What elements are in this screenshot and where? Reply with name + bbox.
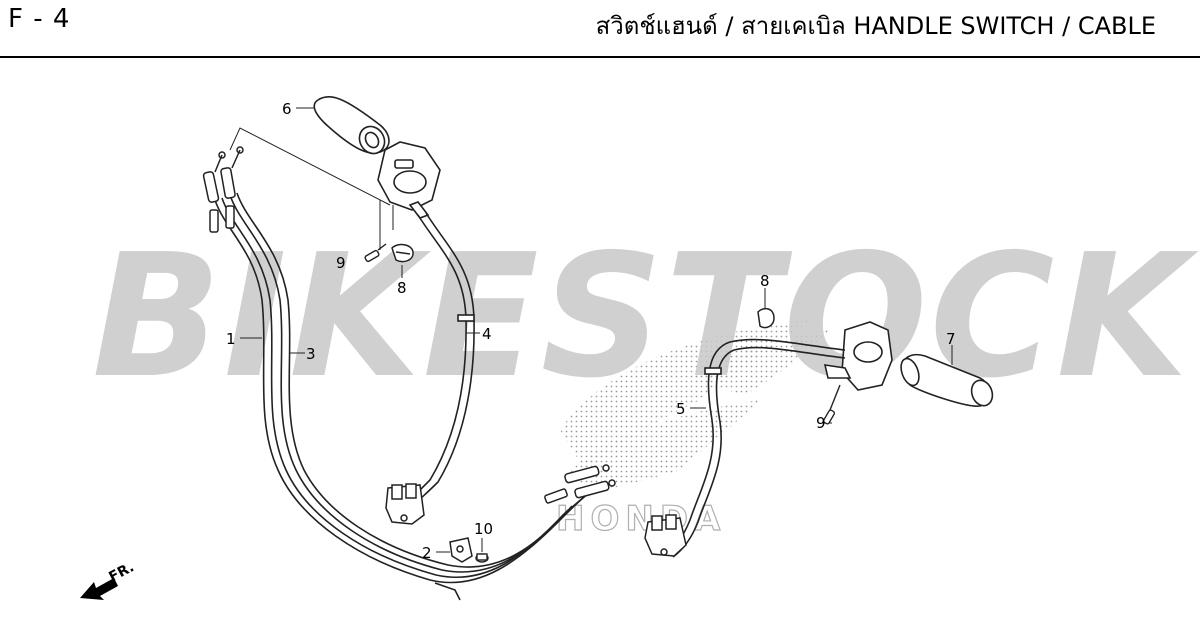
callout-9-right: 9 bbox=[816, 414, 826, 432]
watermark-bikestock: BIKESTOCK bbox=[92, 218, 1199, 416]
callout-6: 6 bbox=[282, 100, 292, 118]
svg-text:BIKESTOCKVN: BIKESTOCKVN bbox=[92, 218, 1200, 416]
clamp-right bbox=[757, 307, 775, 329]
callout-3: 3 bbox=[306, 345, 316, 363]
left-connector bbox=[385, 483, 425, 525]
throttle-cables bbox=[214, 192, 604, 601]
page-code: F - 4 bbox=[8, 4, 71, 34]
throttle-cable-ends-lower bbox=[544, 464, 616, 504]
cable-bracket bbox=[449, 537, 473, 563]
callout-8-right: 8 bbox=[760, 272, 770, 290]
callout-5: 5 bbox=[676, 400, 686, 418]
throttle-cable-ends bbox=[202, 146, 244, 233]
right-switch-harness bbox=[664, 338, 846, 558]
callout-10: 10 bbox=[474, 520, 493, 538]
callout-2: 2 bbox=[422, 544, 432, 562]
left-grip bbox=[313, 96, 390, 155]
clamp-left bbox=[391, 243, 414, 263]
right-connector bbox=[644, 514, 687, 557]
callout-4: 4 bbox=[482, 325, 492, 343]
front-direction-arrow: FR. bbox=[80, 559, 137, 600]
header-divider bbox=[0, 56, 1200, 58]
callout-labels: 1 2 3 4 5 6 7 8 8 9 9 10 bbox=[226, 100, 956, 562]
screw-right bbox=[822, 384, 841, 425]
watermark-vn: VN bbox=[1190, 218, 1200, 416]
right-handle-switch bbox=[823, 321, 893, 391]
callout-9-left: 9 bbox=[336, 254, 346, 272]
front-direction-label: FR. bbox=[106, 559, 136, 585]
honda-logo-text: HONDA bbox=[556, 499, 726, 539]
page-title: สวิตช์แฮนด์ / สายเคเบิล HANDLE SWITCH / … bbox=[595, 12, 1156, 40]
callout-7: 7 bbox=[946, 330, 956, 348]
callout-1: 1 bbox=[226, 330, 236, 348]
screw-left bbox=[364, 243, 387, 263]
left-switch-harness bbox=[409, 212, 475, 503]
bracket-bolt bbox=[475, 553, 489, 563]
right-grip bbox=[900, 353, 994, 407]
left-handle-switch bbox=[377, 141, 441, 219]
callout-8-left: 8 bbox=[397, 279, 407, 297]
